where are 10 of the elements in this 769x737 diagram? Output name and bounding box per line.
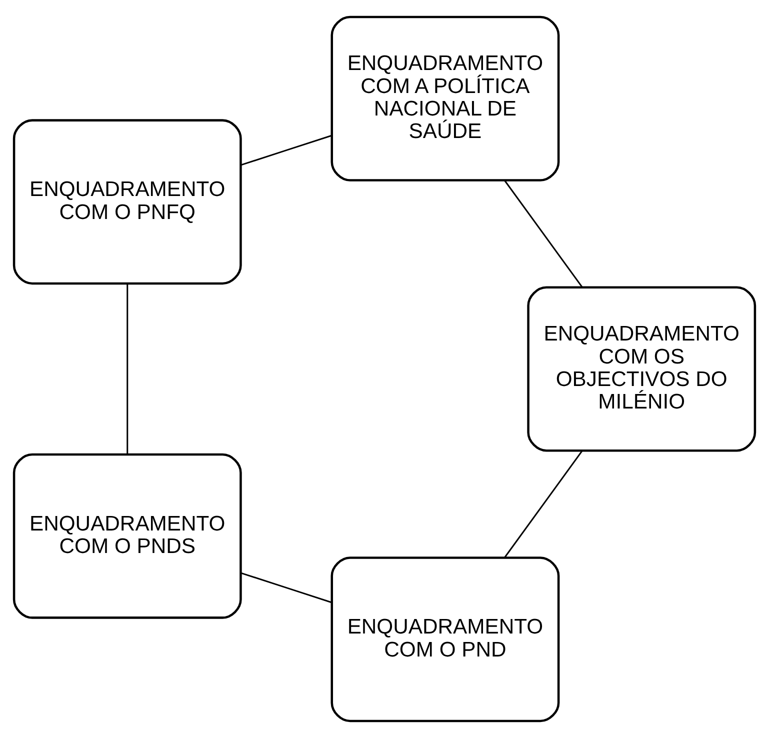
node-box: ENQUADRAMENTO COM O PNDS — [12, 452, 242, 618]
node-box: ENQUADRAMENTO COM OS OBJECTIVOS DO MILÉNIO — [527, 286, 756, 452]
connector — [240, 572, 332, 603]
connector — [504, 180, 583, 287]
node-box: ENQUADRAMENTO COM A POLÍTICA NACIONAL DE SAÚDE — [330, 15, 560, 181]
node-box: ENQUADRAMENTO COM O PND — [330, 556, 560, 722]
connector — [240, 134, 332, 166]
connector — [504, 450, 583, 558]
node-box: ENQUADRAMENTO COM O PNFQ — [12, 118, 242, 284]
connector — [126, 283, 128, 454]
